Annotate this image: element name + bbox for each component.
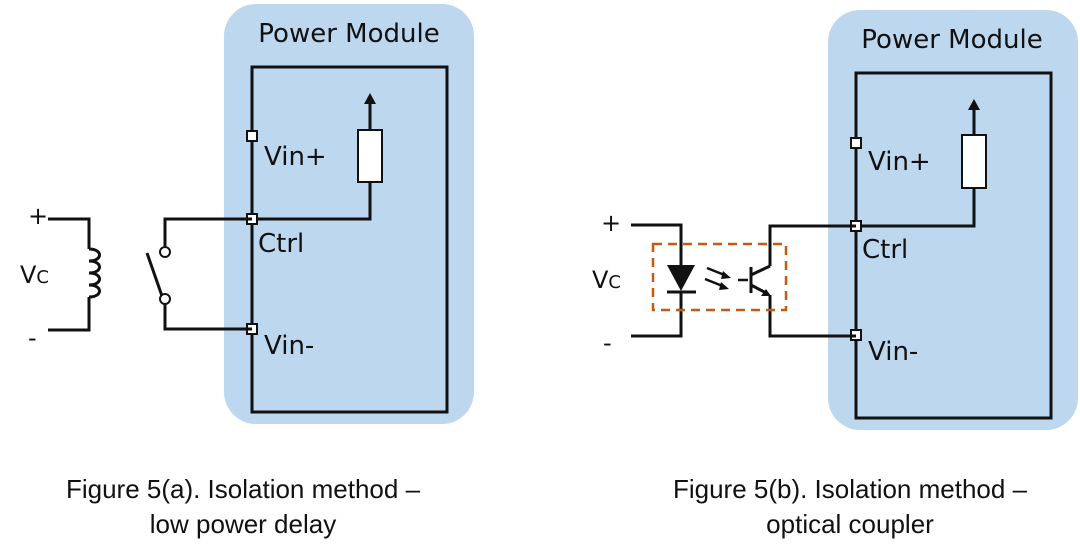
relay-coil-icon [88, 247, 101, 299]
emitter-wire [768, 295, 856, 338]
switch-top-wire [163, 217, 252, 246]
pin-label-vin-plus-a: Vin+ [264, 142, 327, 172]
source-label-a: VC [20, 261, 49, 289]
source-label-sub: C [36, 267, 49, 288]
arrow-head-icon [761, 289, 771, 296]
coil-top-wire [48, 217, 91, 249]
resistor-a [357, 129, 383, 183]
switch-blade-icon [145, 252, 164, 297]
arrow-head-icon [968, 99, 980, 110]
pin-vin-plus-b [850, 137, 862, 149]
led-diode-icon [667, 265, 695, 291]
resistor-b [961, 134, 987, 189]
led-top-wire [631, 223, 683, 265]
power-module-b-box [854, 71, 1053, 420]
caption-a-line1: Figure 5(a). Isolation method – [66, 474, 421, 504]
ctrl-to-resistor-wire-a [252, 182, 372, 221]
power-module-a-title: Power Module [258, 19, 439, 49]
source-label-sub: C [608, 272, 621, 293]
pin-label-vin-plus-b: Vin+ [868, 147, 931, 177]
source-label-main: V [592, 266, 609, 294]
caption-b-line2: optical coupler [766, 509, 934, 539]
arrow-head-icon [721, 271, 731, 279]
ctrl-to-resistor-wire-b [856, 188, 976, 228]
power-module-b-title: Power Module [861, 25, 1042, 55]
caption-a-line2: low power delay [150, 509, 336, 539]
caption-b-line1: Figure 5(b). Isolation method – [673, 474, 1028, 504]
power-module-a-box [250, 65, 449, 414]
pin-label-vin-minus-b: Vin- [868, 337, 918, 367]
source-label-b: VC [592, 266, 621, 294]
arrow-head-icon [719, 282, 729, 290]
switch-contact-bottom [159, 293, 171, 305]
led-bottom-wire [631, 292, 683, 338]
pin-label-vin-minus-a: Vin- [264, 331, 314, 361]
source-plus-b: + [601, 209, 621, 237]
figure-a: Power Module Vin+ Ctrl Vin- + - VC Figur… [20, 4, 474, 539]
power-module-a-background [224, 4, 474, 424]
transistor-collector [750, 264, 771, 277]
figure-b: Power Module Vin+ Ctrl Vin- + - VC [592, 10, 1078, 539]
optical-coupler-outline [651, 242, 788, 312]
source-minus-b: - [603, 329, 612, 357]
pin-label-ctrl-a: Ctrl [258, 229, 304, 259]
power-module-b-background [828, 10, 1078, 430]
switch-contact-top [159, 246, 171, 258]
arrow-head-icon [364, 93, 376, 104]
collector-wire [768, 224, 856, 266]
source-minus-a: - [28, 324, 37, 352]
source-label-main: V [20, 261, 37, 289]
switch-bottom-wire [163, 304, 252, 331]
source-plus-a: + [28, 202, 48, 230]
coil-bottom-wire [48, 297, 91, 332]
pin-vin-plus-a [246, 130, 258, 142]
pin-label-ctrl-b: Ctrl [862, 235, 908, 265]
